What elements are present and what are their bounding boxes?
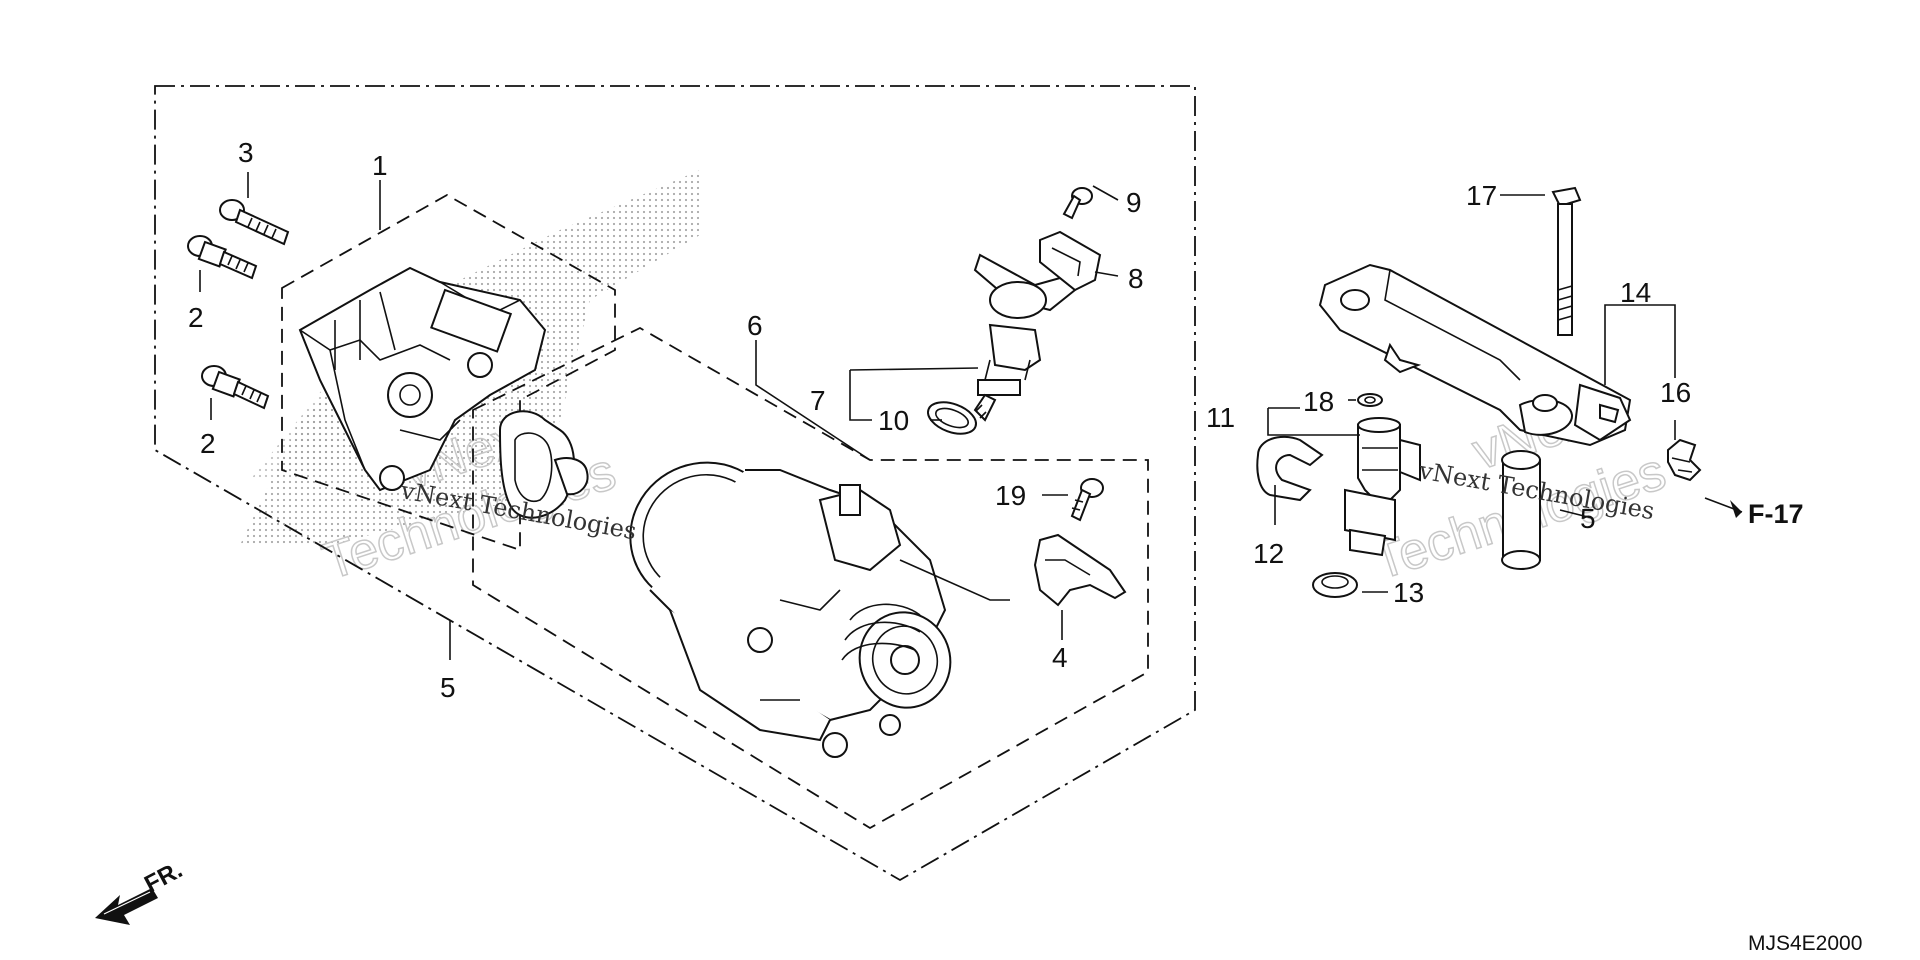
callout-19: 19 <box>995 480 1026 511</box>
part-6-throttle-body <box>629 461 952 758</box>
part-11-injector <box>1344 417 1421 557</box>
seal-gasket <box>498 410 589 519</box>
callout-14: 14 <box>1620 277 1651 308</box>
part-16-clip <box>1667 438 1702 482</box>
front-direction-arrow: FR. <box>95 856 187 925</box>
callout-13: 13 <box>1393 577 1424 608</box>
reference-label: F-17 <box>1748 499 1804 529</box>
callout-5: 5 <box>440 672 456 703</box>
fuel-rail-14 <box>1318 263 1632 447</box>
callout-7: 7 <box>810 385 826 416</box>
callout-12: 12 <box>1253 538 1284 569</box>
callout-10: 10 <box>878 405 909 436</box>
part-9-screw <box>1062 187 1093 220</box>
part-19-screw <box>1070 478 1104 522</box>
part-1-sensor-housing <box>298 266 547 492</box>
part-18-oring <box>1357 393 1383 407</box>
part-13-seal <box>1312 572 1358 598</box>
assembly-boundaries <box>154 85 1196 882</box>
part-8-gasket <box>1039 230 1102 292</box>
part-17-bolt <box>1551 186 1582 336</box>
callout-18: 18 <box>1303 386 1334 417</box>
leader-lines <box>199 172 1743 660</box>
callout-2: 2 <box>188 302 204 333</box>
callout-8: 8 <box>1128 263 1144 294</box>
callout-5: 5 <box>1580 503 1596 534</box>
callout-1: 1 <box>372 150 388 181</box>
callout-2: 2 <box>200 428 216 459</box>
part-7-valve <box>973 253 1077 422</box>
callout-4: 4 <box>1052 642 1068 673</box>
callout-9: 9 <box>1126 187 1142 218</box>
part-12-clip <box>1256 435 1324 502</box>
callout-labels: 1 2 2 3 4 5 5 6 7 8 9 10 11 12 13 14 16 … <box>188 137 1691 703</box>
callout-16: 16 <box>1660 377 1691 408</box>
callout-17: 17 <box>1466 180 1497 211</box>
bolt-2-upper <box>187 235 258 280</box>
part-15-spacer <box>1501 450 1541 570</box>
bolt-2-lower <box>201 365 270 410</box>
part-10-oring <box>927 401 977 435</box>
callout-3: 3 <box>238 137 254 168</box>
diagram-code: MJS4E2000 <box>1748 932 1862 955</box>
callout-6: 6 <box>747 310 763 341</box>
part-4-bracket <box>1033 533 1127 607</box>
bolt-3 <box>219 199 290 246</box>
callout-11: 11 <box>1206 402 1235 433</box>
